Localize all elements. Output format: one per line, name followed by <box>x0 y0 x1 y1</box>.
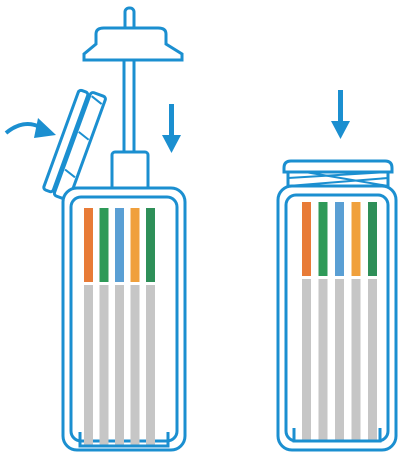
strip-gray-4 <box>130 285 140 446</box>
left-panel <box>4 6 187 452</box>
lid-open <box>42 88 107 202</box>
strip-gray-3 <box>335 279 344 441</box>
strip-gray-4 <box>351 279 361 441</box>
strip-band-4 <box>351 202 361 276</box>
strip-band-5 <box>146 208 155 282</box>
strip-gray-3 <box>115 285 124 446</box>
strip-band-1 <box>302 202 311 276</box>
arrow-down-icon-right <box>331 90 350 139</box>
strip-gray-2 <box>99 285 109 446</box>
strip-gray-2 <box>318 279 328 441</box>
strip-band-3 <box>335 202 344 276</box>
strip-gray-5 <box>368 279 377 441</box>
strip-band-3 <box>115 208 124 282</box>
strip-gray-1 <box>84 285 93 446</box>
arrow-down-icon <box>162 104 181 153</box>
strip-gray-1 <box>302 279 311 441</box>
strip-band-5 <box>368 202 377 276</box>
right-panel <box>276 90 398 452</box>
strip-band-2 <box>99 208 109 282</box>
strip-band-4 <box>130 208 140 282</box>
curved-arrow-icon <box>4 118 56 138</box>
strip-band-1 <box>84 208 93 282</box>
strip-group-left <box>84 208 155 446</box>
lid-icon <box>282 159 394 190</box>
strip-band-2 <box>318 202 328 276</box>
strip-group-right <box>302 202 377 441</box>
strip-gray-5 <box>146 285 155 446</box>
